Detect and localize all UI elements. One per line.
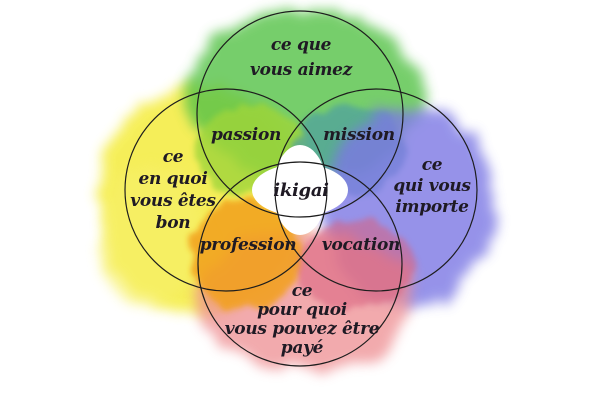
label-mission: mission [323, 125, 395, 145]
watercolor-background [95, 10, 495, 370]
circle-outlines [124, 10, 478, 367]
label-top-line-1: ce que [271, 35, 332, 55]
label-top-line-2: vous aimez [250, 60, 353, 80]
label-passion: passion [211, 125, 281, 145]
circle-top [196, 10, 404, 218]
label-bottom-line-4: payé [281, 338, 324, 358]
labels: ce que vous aimez ce en quoi vous êtes b… [130, 35, 471, 358]
label-left-line-4: bon [156, 213, 191, 233]
label-profession: profession [200, 235, 297, 255]
label-bottom-line-3: vous pouvez être [225, 319, 380, 339]
circle-right [274, 88, 478, 292]
label-right-line-2: qui vous [393, 176, 471, 196]
circle-bottom [197, 161, 403, 367]
label-left-line-2: en quoi [138, 169, 207, 189]
label-bottom-line-1: ce [292, 281, 313, 301]
label-bottom-line-2: pour quoi [257, 300, 347, 320]
label-vocation: vocation [322, 235, 400, 255]
label-right-line-3: importe [395, 197, 469, 217]
label-ikigai: ikigai [273, 180, 329, 201]
label-left-line-3: vous êtes [130, 191, 216, 211]
label-left-line-1: ce [163, 147, 184, 167]
circle-left [124, 88, 328, 292]
label-right-line-1: ce [422, 155, 443, 175]
